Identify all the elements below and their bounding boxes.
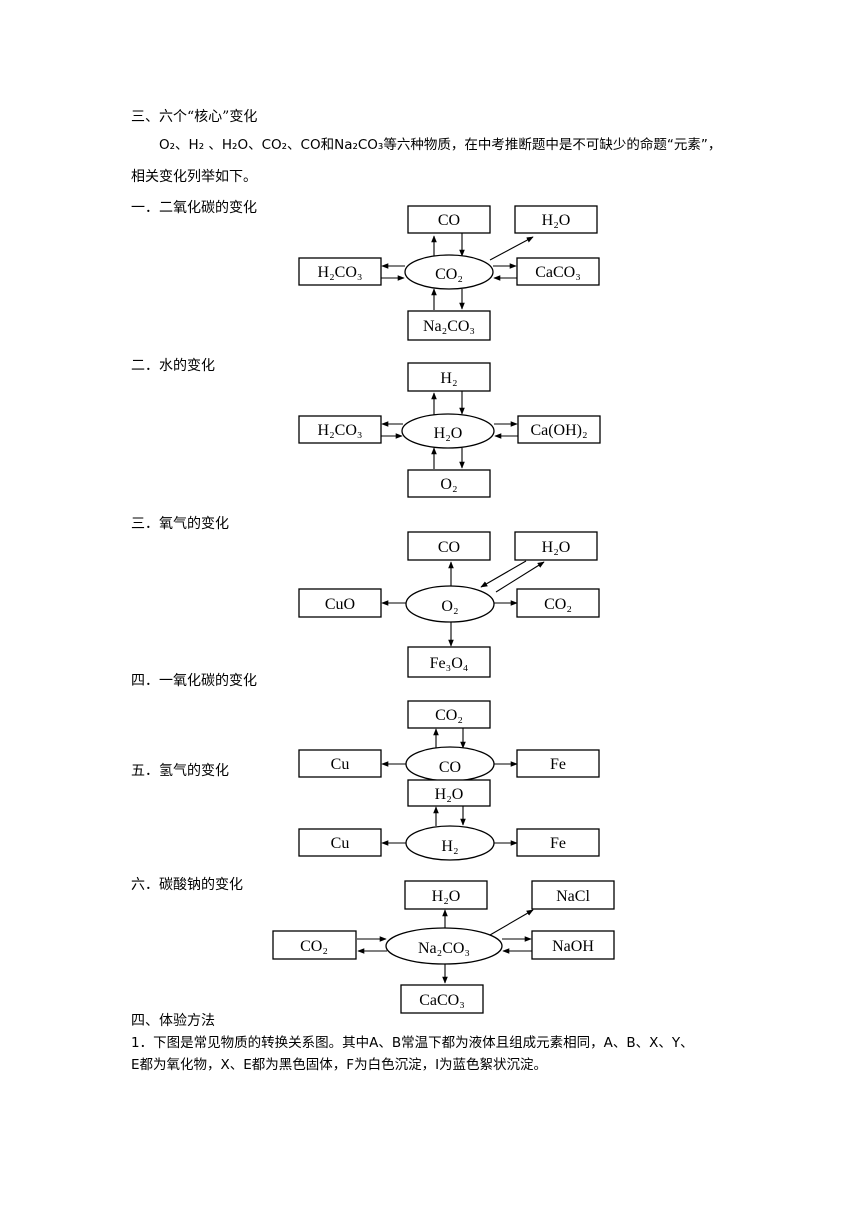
diagram-6-heading: 六．碳酸钠的变化 (131, 877, 243, 893)
box-fe-label: Fe (550, 756, 566, 773)
center-label-na2co3: Na₂CO₃ (418, 940, 470, 957)
box-h2co3 (298, 257, 382, 286)
diagram-3-heading: 三．氧气的变化 (131, 516, 229, 532)
diagram-2-heading: 二．水的变化 (131, 358, 215, 374)
box-caco3-label: CaCO₃ (535, 264, 581, 281)
box-na2co3 (407, 310, 491, 341)
center-ellipse-co2 (404, 254, 494, 290)
box-fe (516, 828, 600, 857)
diagram-co: CO₂ Cu Fe CO (298, 700, 600, 782)
intro-line-2: 相关变化列举如下。 (131, 169, 257, 185)
box-caco3 (516, 257, 600, 286)
center-label-co2: CO₂ (435, 266, 463, 283)
box-caco3 (400, 984, 484, 1014)
center-ellipse-h2o (401, 413, 495, 449)
center-ellipse-na2co3 (385, 927, 503, 965)
diagram-co2: CO H₂O H₂CO₃ CaCO₃ Na₂CO₃ CO₂ (298, 205, 600, 341)
box-h2o-label: H₂O (542, 212, 571, 229)
box-h2o (404, 880, 488, 910)
box-fe (516, 749, 600, 778)
box-h2o-label: H₂O (435, 786, 464, 803)
center-ellipse-o2 (405, 585, 495, 623)
question-1-line-2: E都为氧化物，X、E都为黑色固体，F为白色沉淀，I为蓝色絮状沉淀。 (131, 1057, 548, 1073)
box-h2-label: H₂ (440, 370, 457, 387)
box-caoh2 (517, 415, 601, 444)
box-nacl-label: NaCl (556, 888, 590, 905)
box-fe3o4 (407, 646, 491, 678)
diagram-o2: CO H₂O CuO CO₂ Fe₃O₄ O₂ (298, 531, 600, 678)
box-na2co3-label: Na₂CO₃ (423, 318, 475, 335)
diagram-1-heading: 一．二氧化碳的变化 (131, 200, 257, 216)
box-h2o (514, 531, 598, 561)
box-co2 (407, 700, 491, 729)
box-h2 (407, 362, 491, 392)
box-caoh2-label: Ca(OH)₂ (530, 422, 587, 439)
box-co (407, 205, 491, 234)
center-label-h2: H₂ (441, 838, 458, 855)
diagram-h2: H₂O Cu Fe H₂ (298, 779, 600, 861)
box-co2-label: CO₂ (300, 938, 328, 955)
box-co2-label: CO₂ (435, 707, 463, 724)
box-h2co3-label: H₂CO₃ (318, 264, 363, 281)
box-h2co3 (298, 415, 382, 444)
box-co2 (516, 588, 600, 618)
box-cu-label: Cu (331, 756, 350, 773)
box-co2-label: CO₂ (544, 596, 572, 613)
box-h2o (407, 779, 491, 807)
section4-title: 四、体验方法 (131, 1013, 215, 1029)
box-nacl (531, 880, 615, 910)
center-label-co: CO (439, 759, 461, 776)
box-cuo (298, 588, 382, 618)
question-1-line-1: 1．下图是常见物质的转换关系图。其中A、B常温下都为液体且组成元素相同，A、B、… (131, 1035, 694, 1051)
diagram-h2o: H₂ H₂CO₃ Ca(OH)₂ O₂ H₂O (298, 362, 601, 498)
box-fe3o4-label: Fe₃O₄ (430, 655, 469, 672)
box-naoh (531, 930, 615, 960)
box-cu (298, 828, 382, 857)
box-co2 (272, 930, 357, 960)
diagram-na2co3: H₂O NaCl CO₂ NaOH CaCO₃ Na₂CO₃ (272, 880, 615, 1014)
box-h2o-label: H₂O (432, 888, 461, 905)
box-co-label: CO (438, 539, 460, 556)
box-cu (298, 749, 382, 778)
center-ellipse-h2 (405, 825, 495, 861)
box-naoh-label: NaOH (552, 938, 594, 955)
section-title: 三、六个“核心”变化 (131, 109, 258, 125)
center-label-h2o: H₂O (434, 425, 463, 442)
center-label-o2: O₂ (441, 598, 458, 615)
box-h2o-label: H₂O (542, 539, 571, 556)
box-fe-label: Fe (550, 835, 566, 852)
box-co-label: CO (438, 212, 460, 229)
box-caco3-label: CaCO₃ (419, 992, 465, 1009)
intro-line-1: O₂、H₂ 、H₂O、CO₂、CO和Na₂CO₃等六种物质，在中考推断题中是不可… (159, 137, 722, 153)
box-o2 (407, 469, 491, 498)
box-co (407, 531, 491, 561)
box-cuo-label: CuO (325, 596, 355, 613)
box-cu-label: Cu (331, 835, 350, 852)
diagram-4-heading: 四．一氧化碳的变化 (131, 673, 257, 689)
box-o2-label: O₂ (440, 476, 457, 493)
box-h2o (514, 205, 598, 234)
box-h2co3-label: H₂CO₃ (318, 422, 363, 439)
diagram-5-heading: 五．氢气的变化 (131, 763, 229, 779)
